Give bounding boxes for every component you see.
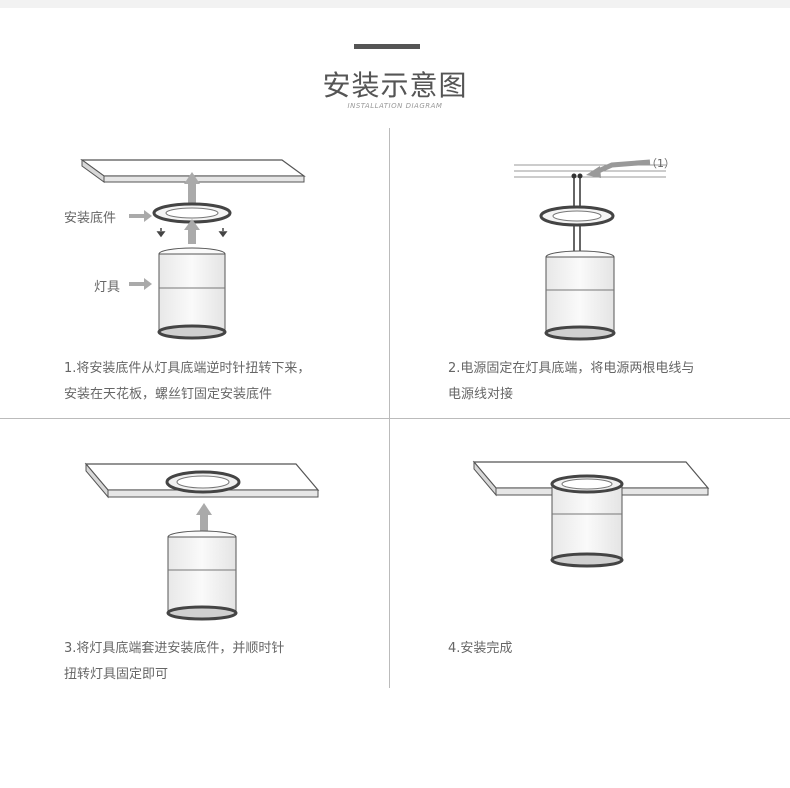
panel3-up-arrow	[196, 503, 212, 534]
label-base: 安装底件	[64, 211, 117, 226]
vertical-divider	[389, 128, 390, 688]
step3-line1: 3.将灯具底端套进安装底件，并顺时针	[64, 641, 285, 656]
step2-line1: 2.电源固定在灯具底端，将电源两根电线与	[448, 361, 695, 376]
panel1-lamp	[157, 247, 227, 340]
callout-label: （1）	[646, 157, 675, 170]
page-subtitle: INSTALLATION DIAGRAM	[347, 102, 443, 110]
horizontal-divider	[0, 418, 790, 419]
panel2-lamp	[544, 250, 616, 341]
step1-line2: 安装在天花板，螺丝钉固定安装底件	[64, 387, 273, 402]
title-accent-bar	[354, 44, 420, 49]
panel2-base-ring	[539, 205, 615, 227]
step4-line1: 4.安装完成	[448, 641, 513, 656]
panel1-screws	[156, 228, 228, 238]
panel1-ceiling-plate	[80, 159, 306, 183]
page-title: 安装示意图	[322, 69, 468, 102]
step3-line2: 扭转灯具固定即可	[64, 667, 169, 682]
top-band	[0, 0, 790, 8]
panel1-label-arrows	[129, 210, 152, 290]
panel1-lower-arrow	[184, 219, 200, 244]
panel4-installed-lamp	[550, 474, 624, 568]
panel3-mounted-ring	[165, 470, 241, 494]
step1-line1: 1.将安装底件从灯具底端逆时针扭转下来，	[64, 361, 311, 376]
panel1-up-arrow	[184, 172, 200, 206]
label-lamp: 灯具	[94, 280, 121, 295]
panel2-callout-arrow	[586, 159, 651, 178]
step2-line2: 电源线对接	[448, 387, 514, 402]
panel3-lamp	[166, 530, 238, 621]
